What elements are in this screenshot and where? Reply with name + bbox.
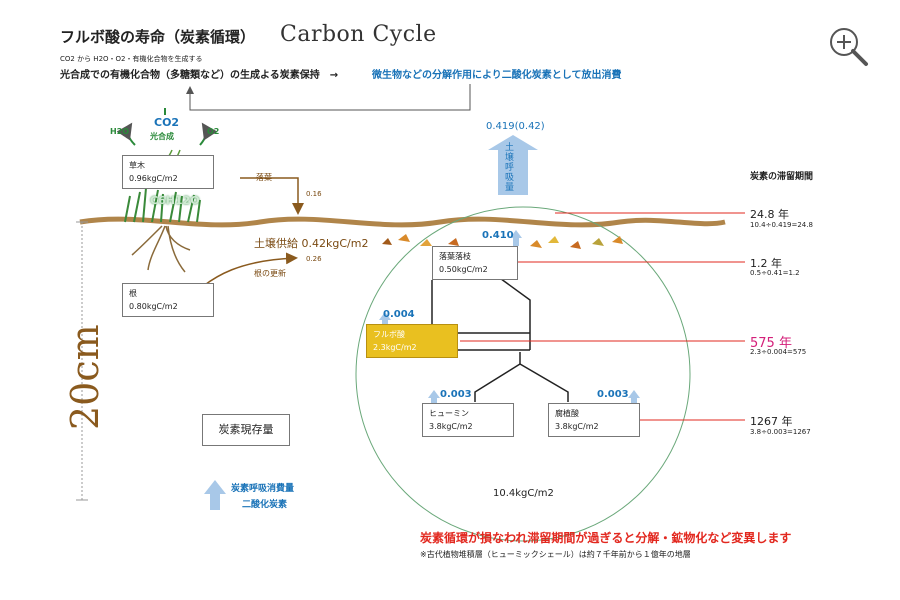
page-title-en: Carbon Cycle [280,22,437,47]
grass-pool-label: 草木 [129,161,145,170]
soil-respiration-label: 土壌呼吸量 [505,143,515,193]
humin-pool-box: ヒューミン 3.8kgC/m2 [422,403,514,437]
soil-respiration-value: 0.419(0.42) [486,121,545,132]
residence-years-0: 24.8 年 [750,208,789,221]
zoom-in-icon[interactable] [826,24,870,68]
co2-label: CO2 [154,116,180,129]
fulvic-pool-box: フルボ酸 2.3kgC/m2 [366,324,458,358]
leaves-icon [382,234,623,249]
fulvic-out-value: 0.004 [383,309,415,320]
root-pool-value: 0.80kgC/m2 [129,302,178,311]
h2o-label: H2O [110,127,130,136]
stock-legend-label: 炭素現存量 [218,423,274,436]
humic-pool-label: 腐植酸 [555,409,579,418]
depth-label: 20cm [63,324,107,430]
stock-legend-box: 炭素現存量 [202,414,290,446]
litterfall-value: 0.16 [306,190,322,198]
litter-pool-box: 落葉落枝 0.50kgC/m2 [432,246,518,280]
fulvic-pool-label: フルボ酸 [373,330,405,339]
fulvic-pool-value: 2.3kgC/m2 [373,343,417,352]
grass-pool-box: 草木 0.96kgC/m2 [122,155,214,189]
return-arrow [186,84,471,111]
page-title: フルボ酸の寿命（炭素循環） [60,28,256,46]
soil-supply-label: 土壌供給 0.42kgC/m2 [254,237,369,250]
grass-pool-value: 0.96kgC/m2 [129,174,178,183]
roots-icon [131,225,191,273]
root-pool-label: 根 [129,289,137,298]
residence-calc-1: 0.5÷0.41=1.2 [750,269,800,277]
humic-pool-value: 3.8kgC/m2 [555,422,599,431]
footer-note: ※古代植物堆積層（ヒューミックシェール）は約７千年前から１億年の地層 [420,550,691,559]
residence-heading: 炭素の滞留期間 [750,172,814,182]
litterfall-label: 落葉 [256,173,272,182]
humic-pool-box: 腐植酸 3.8kgC/m2 [548,403,640,437]
litter-out-value: 0.410 [482,230,514,241]
header-line-2-blue: 微生物などの分解作用により二酸化炭素として放出消費 [372,70,622,81]
header-line-1: CO2 から H2O・O2・有機化合物を生成する [60,55,203,63]
root-renewal-label: 根の更新 [254,269,286,278]
footer-warning: 炭素循環が損なわれ滞留期間が過ぎると分解・鉱物化など変異します [420,531,792,545]
humic-out-value: 0.003 [597,389,629,400]
up-arrow-icon [488,135,538,195]
legend-arrow-label-1: 炭素呼吸消費量 [231,484,295,494]
litter-pool-value: 0.50kgC/m2 [439,265,488,274]
residence-calc-3: 3.8÷0.003=1267 [750,428,811,436]
root-pool-box: 根 0.80kgC/m2 [122,283,214,317]
litterfall-arrow [240,177,304,215]
residence-years-2: 575 年 [750,336,792,351]
svg-text:20cm: 20cm [63,324,107,430]
residence-years-1: 1.2 年 [750,257,782,270]
photosynthesis-label: 光合成 [150,132,174,141]
o2-label: O2 [207,127,220,136]
humin-out-value: 0.003 [440,389,472,400]
legend-arrow-icon [204,480,226,510]
humin-pool-value: 3.8kgC/m2 [429,422,473,431]
header-line-2: 光合成での有機化合物（多糖類など）の生成よる炭素保持 → [60,70,339,81]
soil-circle [355,206,691,542]
residence-calc-2: 2.3÷0.004=575 [750,348,807,356]
ground-line [79,216,726,228]
litter-pool-label: 落葉落枝 [439,252,471,261]
h2o-arrow-icon [116,122,136,146]
residence-calc-0: 10.4÷0.419=24.8 [750,221,813,229]
humin-pool-label: ヒューミン [429,409,469,418]
root-renewal-value: 0.26 [306,255,322,263]
sugar-label: C6H12O [150,194,200,207]
legend-arrow-label-2: 二酸化炭素 [242,500,288,510]
total-carbon: 10.4kgC/m2 [493,488,554,499]
o2-arrow-icon [199,122,218,146]
litter-arrow-icon [510,230,522,246]
residence-years-3: 1267 年 [750,415,793,428]
